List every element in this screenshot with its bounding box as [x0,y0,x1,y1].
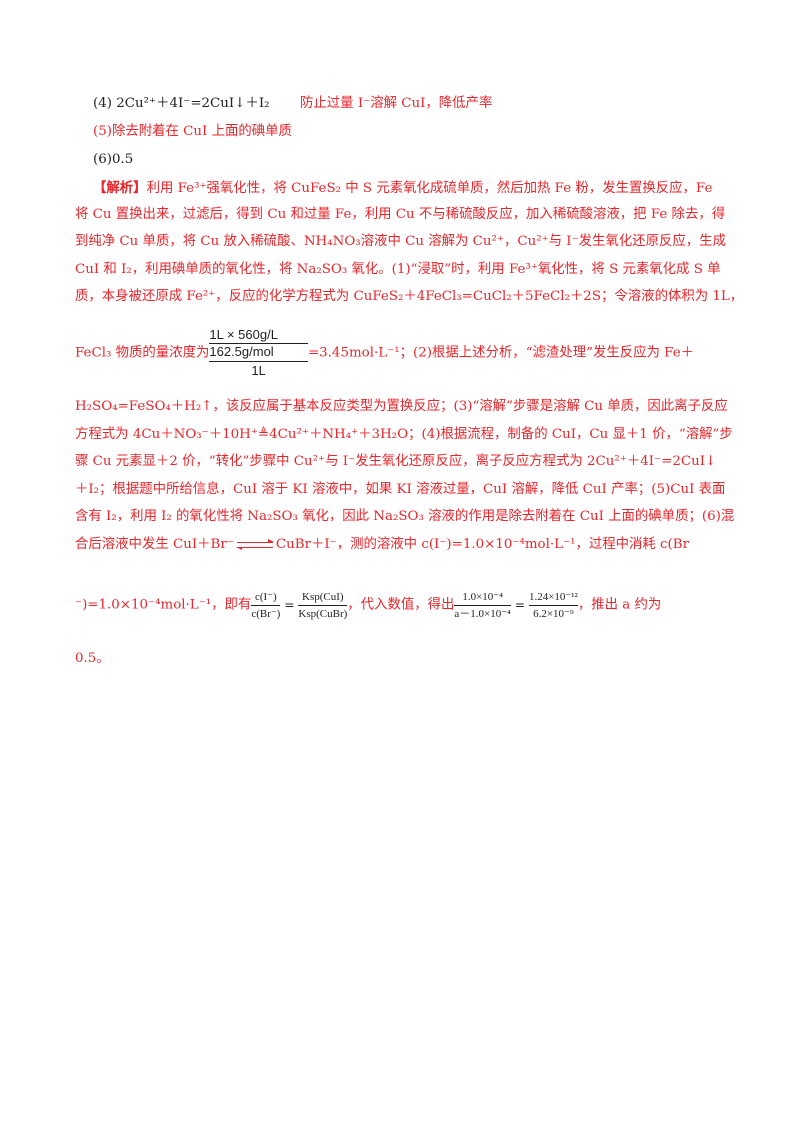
answer-line-4: (4) 2Cu²⁺＋4I⁻=2CuI↓＋I₂ 防止过量 I⁻溶解 CuI，降低产… [93,95,492,113]
analysis-line-14: 0.5。 [75,651,110,666]
analysis-line-9: 骤 Cu 元素显＋2 价，“转化”步骤中 Cu²⁺与 I⁻发生氧化还原反应，离子… [75,454,717,469]
fraction-bar [454,604,511,606]
ksp-numerator: Ksp(CuI) [302,590,344,603]
analysis-line-13: ⁻)=1.0×10⁻⁴mol·L⁻¹，即有 c(I⁻) c(Br⁻) = Ksp… [75,583,661,628]
answer-4-reason: 防止过量 I⁻溶解 CuI，降低产率 [300,96,493,111]
reversible-arrow-icon [235,538,274,550]
analysis-line-4: CuI 和 I₂，利用碘单质的氧化性，将 Na₂SO₃ 氧化。(1)“浸取”时，… [75,262,721,277]
analysis-text-1: 利用 Fe³⁺强氧化性，将 CuFeS₂ 中 S 元素氧化成硫单质，然后加热 F… [146,181,713,196]
analysis-line-5: 质，本身被还原成 Fe²⁺，反应的化学方程式为 CuFeS₂＋4FeCl₃=Cu… [75,289,744,304]
analysis-line-8: 方程式为 4Cu＋NO₃⁻＋10H⁺≜4Cu²⁺＋NH₄⁺＋3H₂O；(4)根据… [75,427,733,442]
analysis-line-10: ＋I₂；根据题中所给信息，CuI 溶于 KI 溶液中，如果 KI 溶液过量，Cu… [75,482,726,497]
molar-mass: 162.5g/mol [209,343,308,360]
fraction-bar [298,604,348,606]
concentration-result: =3.45mol·L⁻¹；(2)根据上述分析，“滤渣处理”发生反应为 Fe＋ [307,345,695,361]
value-denominator: a－1.0×10⁻⁴ [454,607,511,620]
ksp-value-fraction: 1.24×10⁻¹² 6.2×10⁻⁹ [528,590,578,621]
answer-line-6: (6)0.5 [93,152,134,167]
answer-line-5: (5)除去附着在 CuI 上面的碘单质 [93,124,292,139]
fraction-bar [251,604,281,606]
concentration-intro: FeCl₃ 物质的量浓度为 [75,345,210,361]
equilibrium-intro: 合后溶液中发生 CuI＋Br⁻ [75,537,234,552]
equilibrium-rest: CuBr＋I⁻，测的溶液中 c(I⁻)=1.0×10⁻⁴mol·L⁻¹，过程中消… [275,537,690,552]
ion-ratio-fraction: c(I⁻) c(Br⁻) [251,590,281,621]
analysis-line-1: 【解析】利用 Fe³⁺强氧化性，将 CuFeS₂ 中 S 元素氧化成硫单质，然后… [93,179,712,198]
equals-sign: = [514,598,525,612]
fraction-bar [528,604,578,606]
analysis-line-12: 合后溶液中发生 CuI＋Br⁻ CuBr＋I⁻，测的溶液中 c(I⁻)=1.0×1… [75,536,689,554]
ion-ratio-numerator: c(I⁻) [254,590,277,603]
analysis-heading: 【解析】 [93,180,147,196]
ksp-value-numerator: 1.24×10⁻¹² [528,590,578,603]
analysis-line-6: FeCl₃ 物质的量浓度为 1L × 560g/L 162.5g/mol 1L … [75,327,694,380]
ion-ratio-denominator: c(Br⁻) [251,607,281,620]
analysis-line-11: 含有 I₂，利用 I₂ 的氧化性将 Na₂SO₃ 氧化，因此 Na₂SO₃ 溶液… [75,509,735,524]
value-ratio-fraction: 1.0×10⁻⁴ a－1.0×10⁻⁴ [454,590,511,621]
analysis-line-3: 到纯净 Cu 单质，将 Cu 放入稀硫酸、NH₄NO₃溶液中 Cu 溶解为 Cu… [75,234,726,249]
concentration-fraction: 1L × 560g/L 162.5g/mol 1L [209,327,308,379]
fraction-bar [209,361,308,362]
conclusion-text: ，推出 a 约为 [577,597,662,613]
ksp-ratio-fraction: Ksp(CuI) Ksp(CuBr) [298,590,348,621]
concentration-numerator: 1L × 560g/L [209,327,278,342]
substitution-text: ，代入数值，得出 [347,597,455,613]
analysis-line-7: H₂SO₄=FeSO₄＋H₂↑，该反应属于基本反应类型为置换反应；(3)“溶解”… [75,399,728,414]
value-numerator: 1.0×10⁻⁴ [462,590,503,603]
ksp-value-denominator: 6.2×10⁻⁹ [533,607,574,620]
answer-4-equation: (4) 2Cu²⁺＋4I⁻=2CuI↓＋I₂ [93,96,270,111]
concentration-denominator: 1L [251,363,266,378]
ksp-intro: ⁻)=1.0×10⁻⁴mol·L⁻¹，即有 [75,597,252,613]
equals-sign: = [284,598,295,612]
analysis-line-2: 将 Cu 置换出来，过滤后，得到 Cu 和过量 Fe，利用 Cu 不与稀硫酸反应… [75,207,726,222]
ksp-denominator: Ksp(CuBr) [298,607,348,620]
